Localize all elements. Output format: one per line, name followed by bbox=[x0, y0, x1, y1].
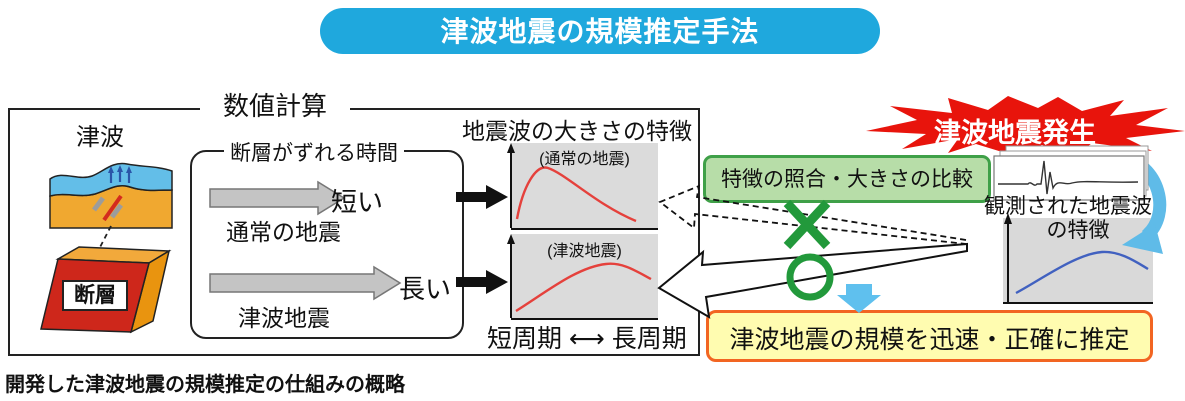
long-duration-label: 長い bbox=[399, 274, 452, 304]
title-banner: 津波地震の規模推定手法 bbox=[320, 8, 880, 54]
o-mark-icon bbox=[786, 253, 834, 301]
observed-label-line1: 観測された地震波 bbox=[984, 195, 1152, 218]
spectra-heading: 地震波の大きさの特徴 bbox=[462, 118, 692, 144]
tsunami-label: 津波 bbox=[76, 124, 124, 151]
period-axis-label: 短周期 ⟷ 長周期 bbox=[487, 325, 687, 353]
figure-caption: 開発した津波地震の規模推定の仕組みの概略 bbox=[5, 374, 405, 396]
normal-quake-label: 通常の地震 bbox=[226, 219, 341, 245]
solid-match-arrow bbox=[657, 242, 968, 319]
observed-label-line2: の特徴 bbox=[1046, 219, 1110, 242]
spectrum-label-tsunami: (津波地震) bbox=[547, 243, 622, 260]
spectrum-label-normal: (通常の地震) bbox=[539, 151, 630, 168]
compare-label: 特徴の照合・大きさの比較 bbox=[721, 168, 973, 191]
result-label: 津波地震の規模を迅速・正確に推定 bbox=[729, 326, 1130, 354]
burst-label: 津波地震発生 bbox=[934, 118, 1096, 148]
down-arrow-icon bbox=[837, 284, 881, 313]
tsunami-quake-label: 津波地震 bbox=[238, 305, 330, 331]
slip-time-label: 断層がずれる時間 bbox=[224, 139, 404, 169]
numerical-calculation-label: 数値計算 bbox=[200, 88, 350, 124]
x-mark-icon bbox=[783, 199, 831, 250]
fault-label: 断層 bbox=[62, 280, 128, 311]
